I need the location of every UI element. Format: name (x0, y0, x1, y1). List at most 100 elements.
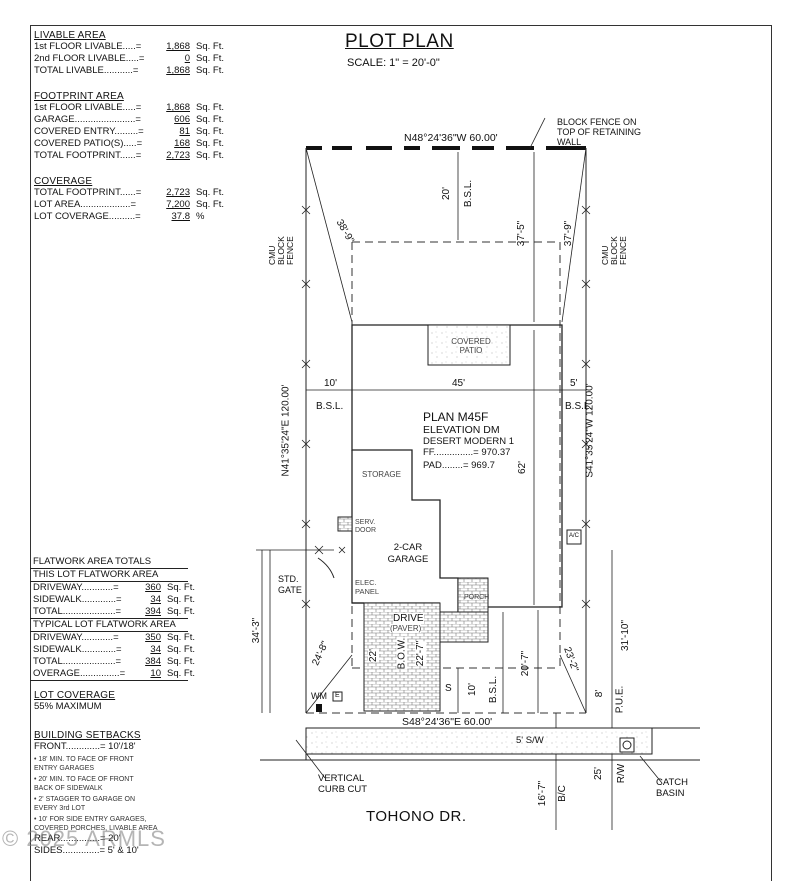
row-value: 360 (145, 582, 161, 593)
setbacks-rear: REAR...............= 20' (34, 833, 121, 844)
setbacks-note-1: • 18' MIN. TO FACE OF FRONT ENTRY GARAGE… (34, 756, 134, 772)
sidewalk (305, 727, 653, 755)
row-unit: Sq. Ft. (167, 668, 195, 679)
coverage-title: COVERAGE (34, 176, 93, 187)
vertical-curb-cut-label: VERTICAL CURB CUT (318, 773, 368, 795)
row-value: 350 (145, 632, 161, 643)
dim-5-right: 5' (570, 378, 578, 389)
flatwork-this-lot-title: THIS LOT FLATWORK AREA (30, 569, 188, 582)
cmu-left-label: CMU BLOCK FENCE (267, 236, 295, 265)
flatwork-typical-title: TYPICAL LOT FLATWORK AREA (30, 618, 188, 632)
paver-label: (PAVER) (390, 624, 422, 633)
row-unit: Sq. Ft. (167, 582, 195, 593)
row-label: TOTAL FOOTPRINT......= (34, 150, 142, 161)
row-value: 2,723 (166, 187, 190, 198)
row-label: 1st FLOOR LIVABLE.....= (34, 41, 142, 52)
dim-37-9: 37'-9" (563, 220, 575, 247)
cmu-right-label: CMU BLOCK FENCE (600, 236, 628, 265)
row-value: 0 (184, 53, 190, 64)
plot-plan-title: PLOT PLAN (345, 31, 454, 52)
sidewalk-label: 5' S/W (516, 735, 544, 746)
dim-34-3: 34'-3" (251, 617, 263, 644)
setbacks-note-4: • 10' FOR SIDE ENTRY GARAGES, COVERED PO… (34, 816, 158, 832)
row-unit: Sq. Ft. (196, 114, 224, 125)
ff-value: 970.37 (481, 447, 511, 458)
row-value: 606 (174, 114, 190, 125)
row-label: OVERAGE...............= (33, 668, 126, 679)
watermark: © 2025 ARMLS (2, 826, 166, 851)
covered-patio-label: COVERED PATIO (451, 337, 491, 355)
flatwork-table: FLATWORK AREA TOTALS THIS LOT FLATWORK A… (30, 556, 195, 681)
row-label: 2nd FLOOR LIVABLE.....= (34, 53, 145, 64)
row-value: 37.8 (171, 211, 191, 222)
porch-label: PORCH (464, 594, 490, 601)
dim-8: 8' (594, 689, 606, 698)
bc-label: B/C (556, 785, 568, 802)
table-row: TOTAL FOOTPRINT......= 2,723 Sq. Ft. (34, 187, 224, 199)
setbacks-note-3: • 2' STAGGER TO GARAGE ON EVERY 3rd LOT (34, 796, 136, 812)
dim-20-7: 20'-7" (520, 650, 532, 677)
row-label: GARAGE.......................= (34, 114, 141, 125)
std-gate-label: STD. GATE (278, 574, 302, 595)
row-value: 34 (150, 644, 161, 655)
ff-label: FF...............= (423, 447, 479, 458)
flatwork-title: FLATWORK AREA TOTALS (30, 556, 188, 569)
row-value: 384 (145, 656, 161, 667)
row-unit: Sq. Ft. (196, 150, 224, 161)
plan-style: DESERT MODERN 1 (423, 436, 514, 447)
row-label: TOTAL....................= (33, 606, 122, 617)
e-label: E (335, 692, 340, 699)
row-unit: Sq. Ft. (167, 644, 195, 655)
row-label: TOTAL FOOTPRINT......= (34, 187, 142, 198)
table-row: LOT COVERAGE..........= 37.8% (34, 211, 224, 223)
bsl-right: B.S.L. (565, 401, 593, 412)
storage-label: STORAGE (362, 470, 401, 479)
dim-62: 62' (517, 460, 529, 475)
setbacks-title: BUILDING SETBACKS (34, 730, 141, 741)
row-unit: % (196, 211, 205, 222)
footprint-area-title: FOOTPRINT AREA (34, 91, 124, 102)
plot-plan-scale: SCALE: 1" = 20'-0" (347, 57, 440, 69)
table-row: GARAGE.......................= 606 Sq. Ft. (34, 114, 224, 126)
row-unit: Sq. Ft. (196, 53, 224, 64)
front-bearing: S48°24'36"E 60.00' (402, 716, 493, 728)
rear-bearing: N48°24'36"W 60.00' (404, 132, 498, 144)
row-unit: Sq. Ft. (196, 199, 224, 210)
rw-label: R/W (616, 763, 628, 784)
row-value: 1,868 (166, 65, 190, 76)
livable-area-section: LIVABLE AREA 1st FLOOR LIVABLE.....=1,86… (34, 30, 224, 77)
pad-value: 969.7 (471, 460, 495, 471)
lot-coverage-note-text: 55% MAXIMUM (34, 701, 102, 712)
lot-boundary (305, 148, 587, 713)
dim-22: 22' (368, 648, 380, 663)
lot-coverage-note-title: LOT COVERAGE (34, 690, 116, 701)
row-unit: Sq. Ft. (196, 102, 224, 113)
row-unit: Sq. Ft. (196, 65, 224, 76)
row-label: LOT COVERAGE..........= (34, 211, 141, 222)
row-unit: Sq. Ft. (196, 187, 224, 198)
dim-31-10: 31'-10" (620, 619, 632, 652)
row-value: 394 (145, 606, 161, 617)
row-unit: Sq. Ft. (167, 632, 195, 643)
rear-bsl-label: B.S.L. (463, 179, 475, 208)
bow-label: B.O.W. (396, 637, 408, 670)
row-label: LOT AREA...................= (34, 199, 136, 210)
ac-label: A/C (569, 533, 580, 539)
dim-25: 25' (593, 766, 605, 781)
dim-37-5: 37'-5" (516, 220, 528, 247)
setbacks-sides: SIDES..............= 5' & 10' (34, 845, 139, 856)
